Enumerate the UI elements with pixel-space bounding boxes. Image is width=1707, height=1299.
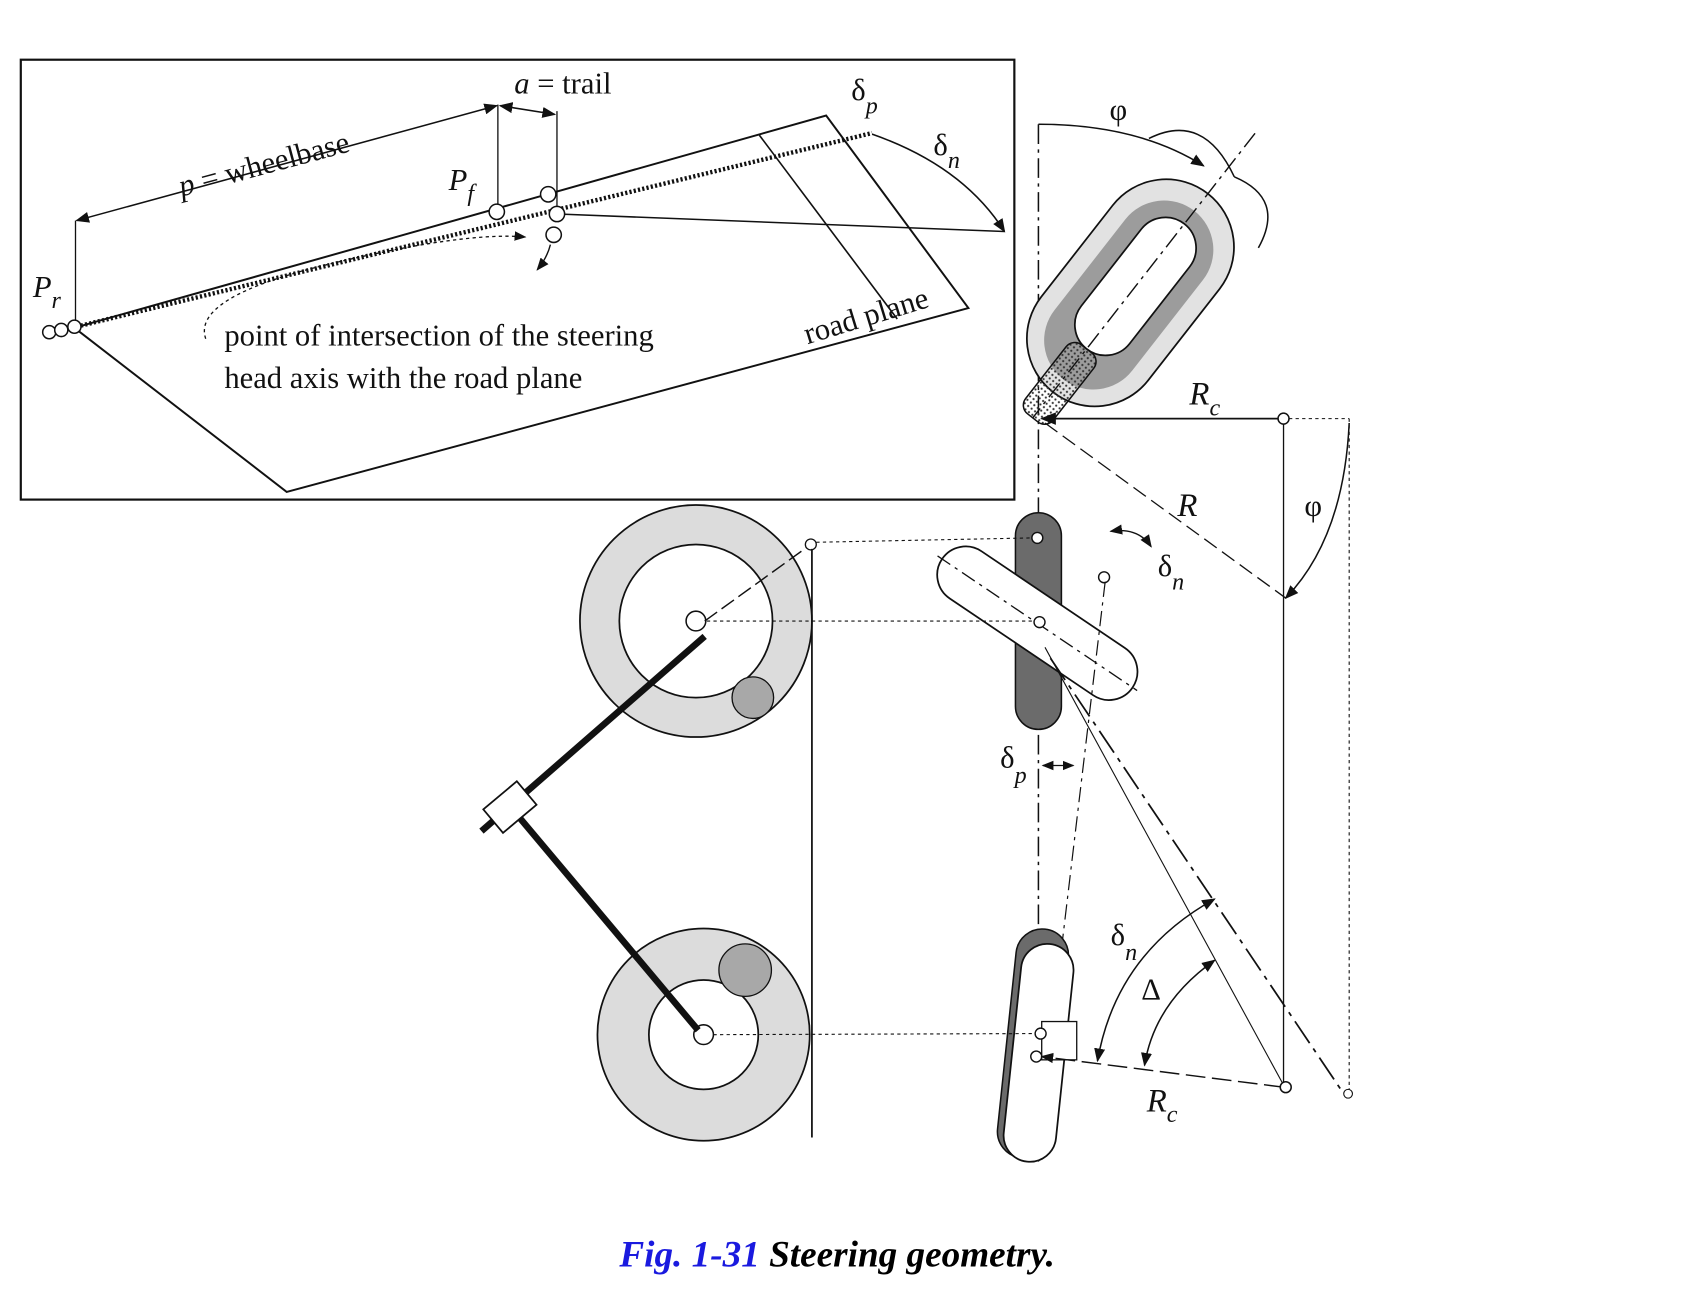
rear-box [1041, 1020, 1078, 1061]
rc-top-point [1277, 412, 1290, 425]
delta-n-label-upper: δn [1158, 549, 1184, 595]
pr-label: Pr [32, 270, 62, 314]
intersection-label-line1: point of intersection of the steering [224, 318, 653, 352]
plan-view: φ φ Rc R δn δp δn Δ Rc [479, 93, 1354, 1163]
rear-wheel-spot [718, 943, 773, 998]
frame-joint [482, 780, 538, 835]
trail-label: a = trail [514, 67, 611, 101]
rear-pivot-2 [1030, 1050, 1043, 1063]
point-pr-1 [41, 324, 57, 340]
dotted-connector-3 [713, 1033, 1036, 1036]
point-intersection [548, 205, 566, 223]
rotation-arrow [536, 244, 552, 271]
road-plane-inner-edge [758, 134, 898, 320]
delta-n-long-line [1049, 657, 1345, 1095]
road-plane-label: road plane [800, 281, 933, 351]
inset-panel: p = wheelbase a = trail Pr Pf δp δn road… [19, 58, 1016, 501]
rc-label-top: Rc [1188, 376, 1220, 421]
delta-p-label: δp [1000, 741, 1026, 789]
intersection-label-line2: head axis with the road plane [224, 361, 582, 395]
rotation-arc-top [1148, 129, 1269, 249]
rc-bottom-point [1279, 1080, 1292, 1094]
r-line [1044, 422, 1287, 599]
phi-arc-right [1284, 422, 1350, 600]
point-trail-top [539, 185, 557, 203]
delta-n-label-lower: δn [1111, 918, 1137, 966]
steer-direction-line [558, 213, 1005, 233]
rc-bottom-line [1040, 1052, 1284, 1088]
figure-caption: Fig. 1-31 Steering geometry. [618, 1235, 1055, 1276]
steering-axis-side [704, 543, 812, 622]
delta-n-arc-lower [1094, 898, 1216, 1063]
caption-text: Steering geometry. [769, 1235, 1055, 1276]
point-pr-2 [53, 322, 69, 338]
phi-arc-top [1038, 123, 1205, 167]
caption-number: Fig. 1-31 [618, 1235, 760, 1276]
delta-p-label-inset: δp [851, 73, 877, 119]
frame-rear-arm [511, 809, 701, 1033]
road-plane-outline [73, 114, 971, 494]
inset-frame [19, 58, 1016, 501]
steering-axis-projection [76, 130, 873, 329]
delta-n-arc-upper [1109, 524, 1152, 548]
middle-pivot-center [1033, 615, 1046, 629]
point-pr-3 [67, 319, 82, 335]
delta-n-label-inset: δn [933, 128, 959, 174]
delta-n-arc [871, 133, 1006, 233]
pf-label: Pf [448, 163, 478, 207]
wheelbase-dimension-line [75, 103, 499, 223]
point-trail-bottom [545, 226, 563, 244]
dotted-connector-1 [816, 537, 1033, 543]
wheelbase-label: p = wheelbase [173, 125, 353, 204]
rear-tire-turned [996, 928, 1075, 1163]
phi-label-top: φ [1110, 93, 1128, 127]
big-delta-arc [1141, 959, 1216, 1067]
steering-head-point [804, 538, 817, 551]
middle-pivot-top [1031, 531, 1044, 545]
r-label: R [1176, 488, 1197, 524]
front-wheel-spot [731, 676, 775, 720]
front-tire-turned [1022, 132, 1256, 426]
intersection-leader [203, 231, 527, 339]
trail-dimension-line [498, 102, 557, 118]
middle-pivot-right [1097, 571, 1111, 584]
far-bottom-point [1343, 1088, 1354, 1099]
front-hub [685, 610, 707, 632]
big-delta-label: Δ [1141, 973, 1161, 1007]
delta-thin-line [1044, 647, 1285, 1086]
phi-label-right: φ [1304, 489, 1322, 523]
point-pf [488, 203, 506, 221]
rear-pivot-1 [1034, 1027, 1047, 1040]
rc-label-bottom: Rc [1146, 1083, 1178, 1128]
